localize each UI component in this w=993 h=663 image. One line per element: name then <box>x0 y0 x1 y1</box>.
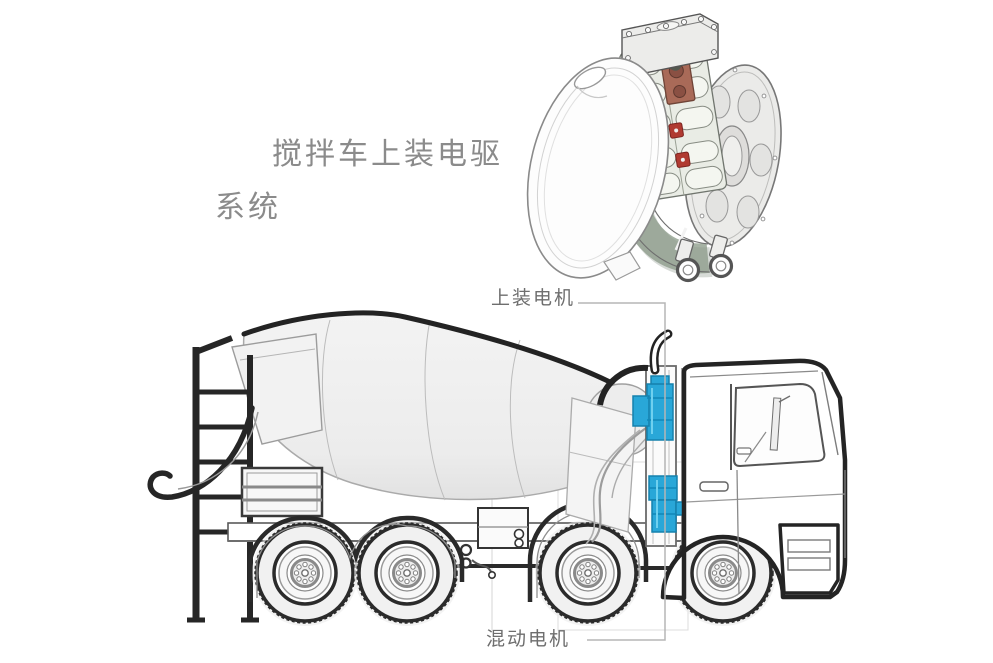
cab <box>660 358 848 601</box>
leader-lines <box>578 302 666 641</box>
rear-ladder <box>187 333 323 623</box>
label-hybrid-motor: 混动电机 <box>486 629 571 650</box>
label-upper-motor: 上装电机 <box>491 288 576 309</box>
upper-motor-highlight <box>632 375 674 441</box>
drive-pedestal <box>565 329 693 547</box>
page-title-line2: 系统 <box>215 191 281 224</box>
rotor-disc <box>526 57 670 281</box>
electric-drive-3d-render <box>526 13 782 283</box>
page-title: 搅拌车上装电驱 <box>272 138 503 171</box>
cab-steps <box>778 523 840 595</box>
hybrid-motor-highlight <box>648 475 689 533</box>
door-handle <box>699 481 729 492</box>
lifting-eyelets <box>675 234 734 283</box>
toolbox <box>240 466 324 518</box>
discharge-chute <box>147 405 259 500</box>
battery-box <box>477 507 529 549</box>
air-valve <box>459 543 496 579</box>
mirror <box>769 397 782 451</box>
mixer-truck-drawing <box>147 302 848 641</box>
wheel-mid <box>533 518 643 628</box>
